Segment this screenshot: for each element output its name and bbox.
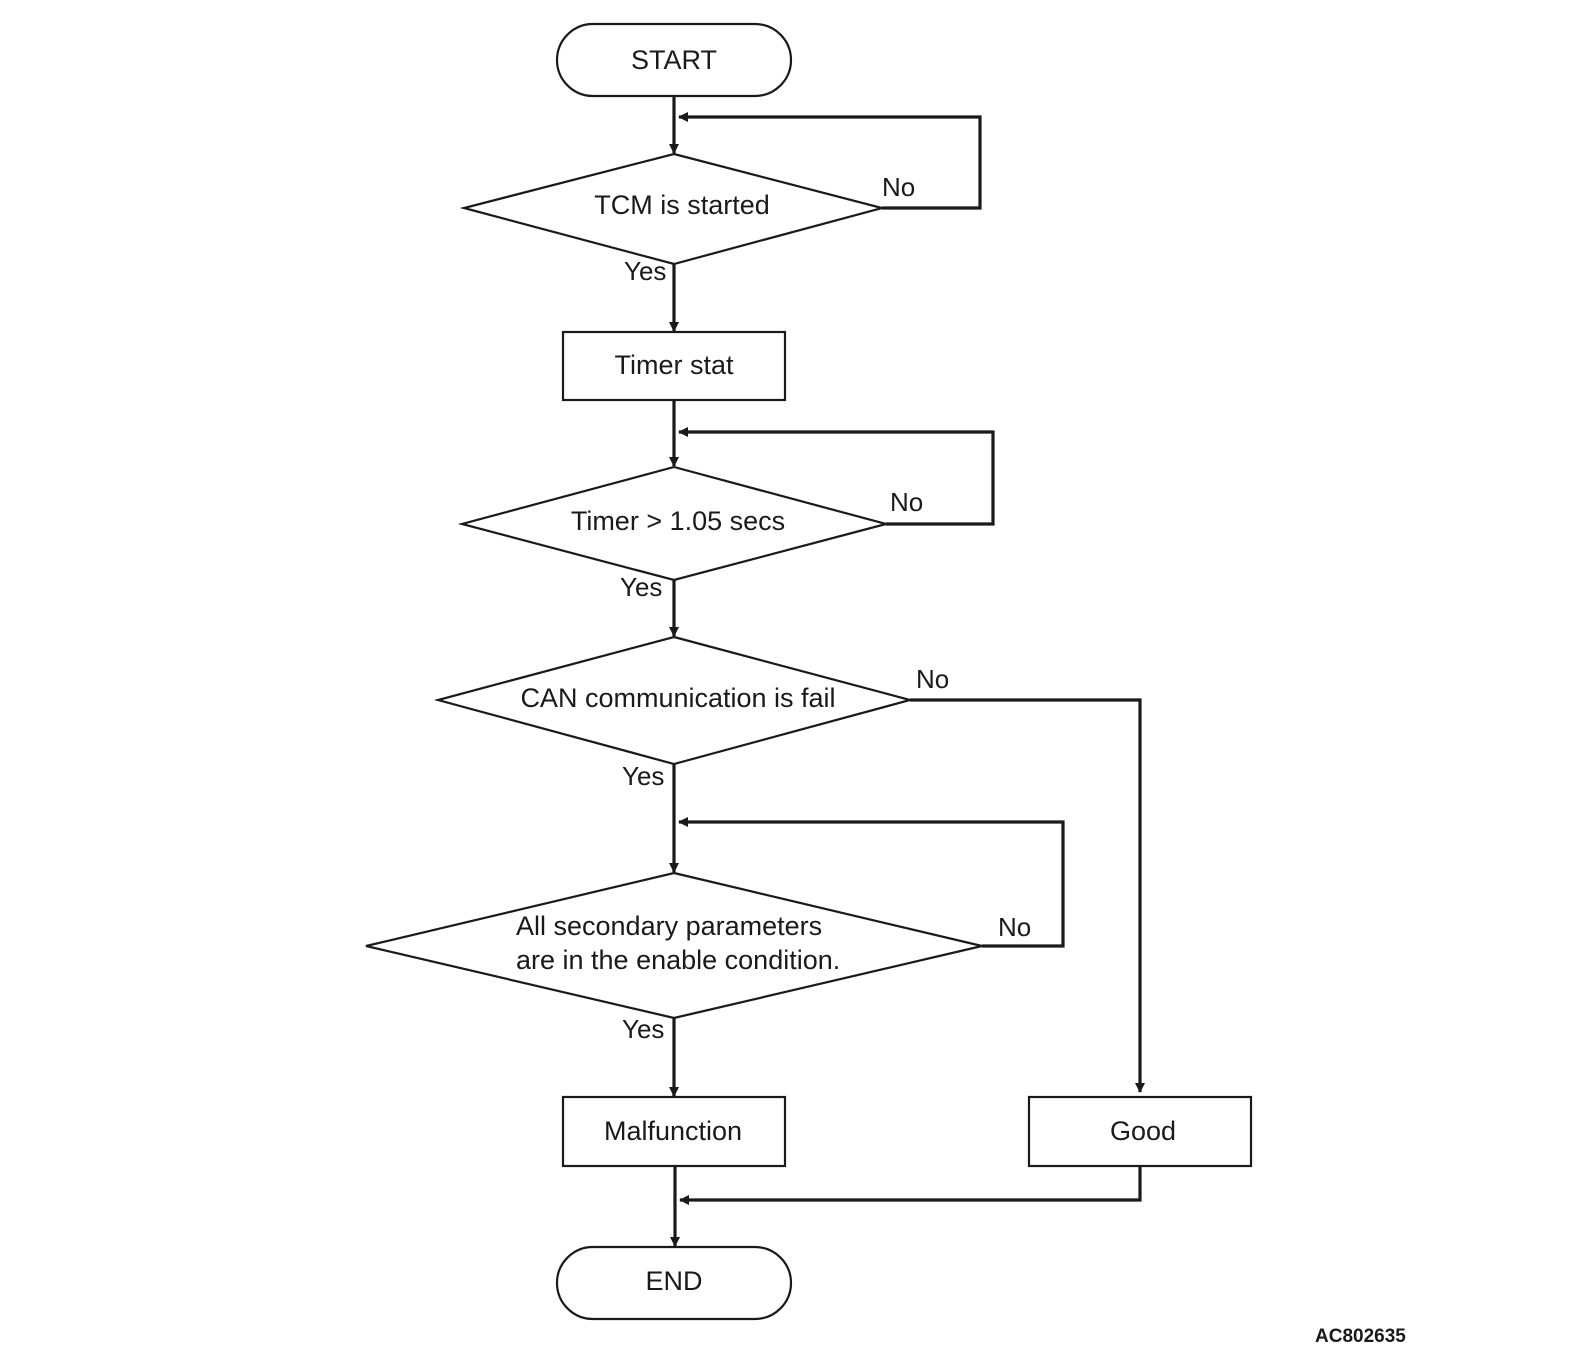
tcm-yes-label: Yes [624, 256, 666, 286]
connector-good-to-merge [679, 1166, 1142, 1205]
secondary-label-line1: All secondary parameters [516, 911, 822, 941]
timer-check-label: Timer > 1.05 secs [571, 506, 785, 536]
timer-yes-label: Yes [620, 572, 662, 602]
start-label: START [631, 45, 717, 75]
decision-secondary-parameters: All secondary parameters are in the enab… [365, 871, 983, 1020]
can-yes-label: Yes [622, 761, 664, 791]
timer-stat-label: Timer stat [614, 350, 734, 380]
process-malfunction: Malfunction [561, 1095, 787, 1168]
tcm-no-label: No [882, 172, 915, 202]
decision-tcm-started: TCM is started [459, 152, 887, 266]
end-terminal: END [555, 1245, 793, 1321]
secondary-yes-label: Yes [622, 1014, 664, 1044]
loop-tcm-no [678, 112, 982, 210]
process-good: Good [1027, 1095, 1253, 1168]
end-label: END [645, 1266, 702, 1296]
process-timer-stat: Timer stat [561, 330, 787, 402]
good-label: Good [1110, 1116, 1176, 1146]
can-no-label: No [916, 664, 949, 694]
loop-secondary-no [678, 817, 1065, 948]
tcm-started-label: TCM is started [594, 190, 770, 220]
reference-code: AC802635 [1315, 1326, 1406, 1347]
decision-timer-check: Timer > 1.05 secs [457, 465, 891, 582]
secondary-label-line2: are in the enable condition. [516, 945, 840, 975]
malfunction-label: Malfunction [604, 1116, 742, 1146]
loop-timer-no [678, 427, 995, 526]
secondary-no-label: No [998, 912, 1031, 942]
can-fail-label: CAN communication is fail [520, 683, 835, 713]
decision-can-fail: CAN communication is fail [433, 635, 915, 766]
start-terminal: START [555, 22, 793, 98]
timer-no-label: No [890, 487, 923, 517]
connector-can-no-to-good [910, 698, 1145, 1093]
